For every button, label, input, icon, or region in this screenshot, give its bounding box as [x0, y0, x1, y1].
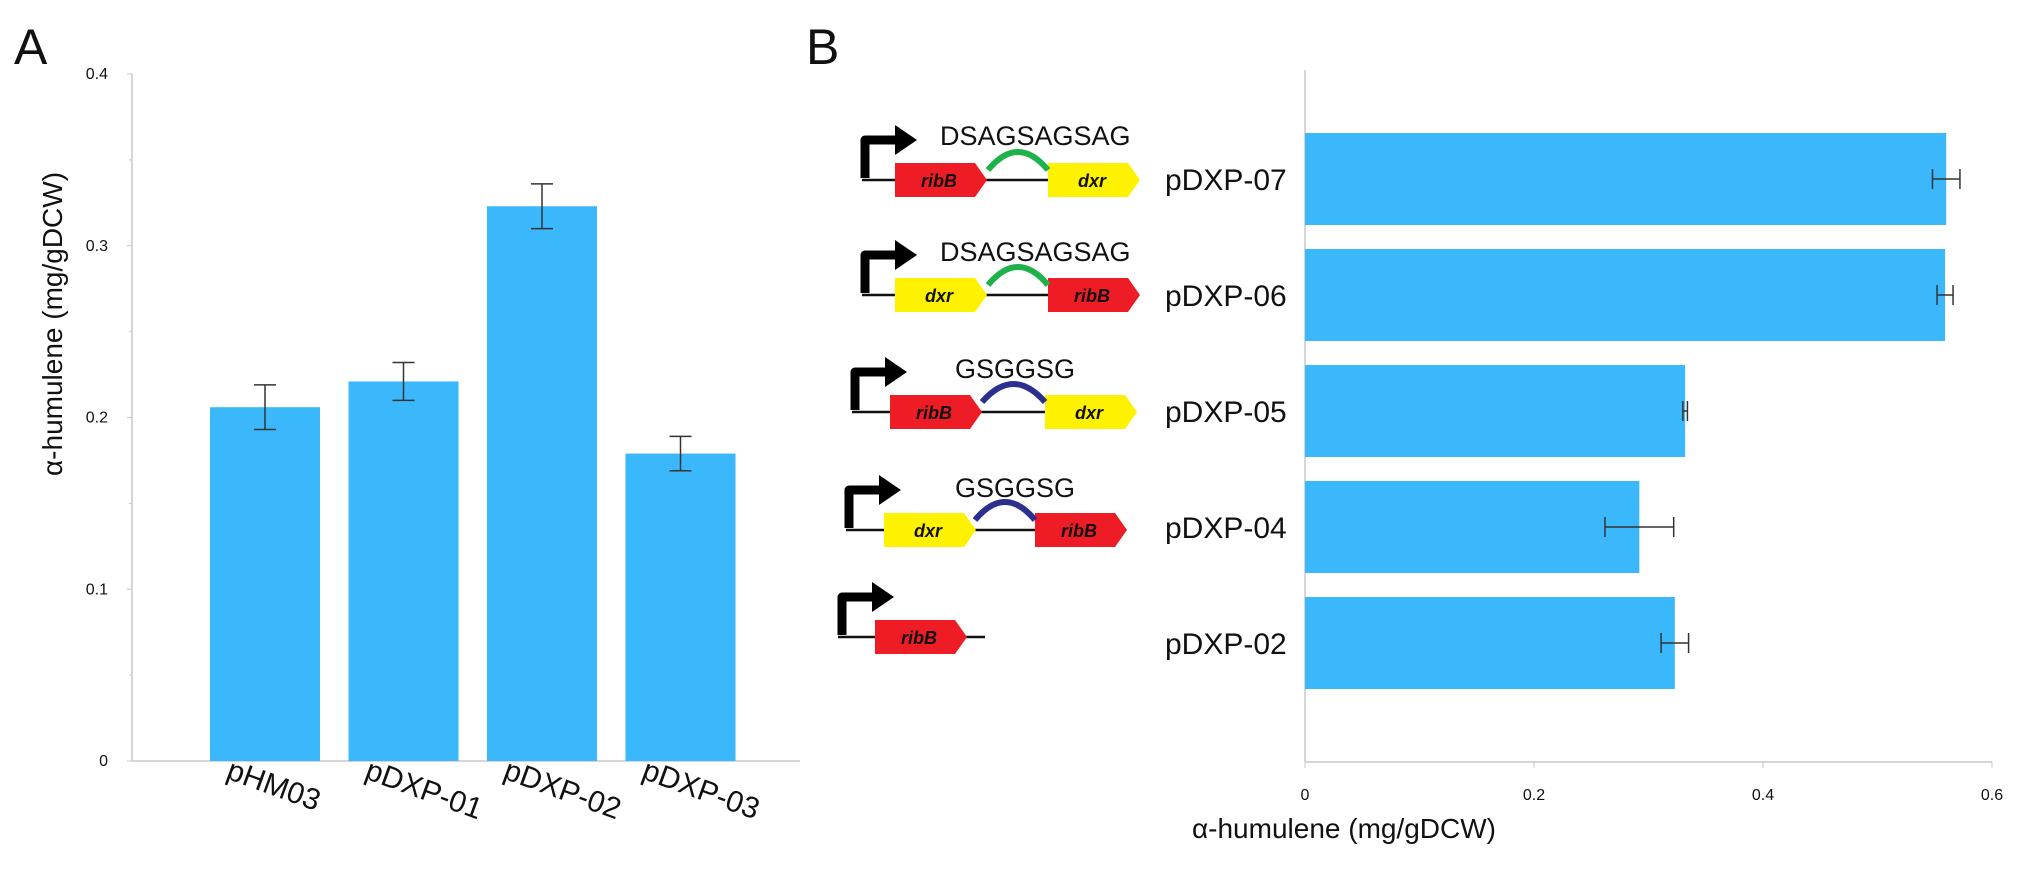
linker-sequence-label: DSAGSAGSAG — [940, 237, 1131, 267]
panel-a-label: A — [14, 19, 48, 75]
gene-label-ribB: ribB — [901, 628, 937, 648]
panel-a-y-ticks: 0 0.1 0.2 0.3 0.4 — [86, 66, 132, 770]
panel-a-category-label: pDXP-03 — [638, 754, 764, 827]
promoter-arrow-icon — [844, 485, 881, 528]
panel-a-bars — [210, 206, 736, 761]
linker-arc — [985, 149, 1051, 172]
gene-block-ribB — [890, 395, 982, 429]
panel-b-bar — [1305, 249, 1946, 341]
panel-b-x-tick-label: 0 — [1301, 787, 1310, 804]
panel-a-bar — [210, 407, 320, 761]
gene-label-dxr: dxr — [1078, 171, 1107, 191]
panel-a-y-tick-label: 0.2 — [86, 410, 108, 427]
panel-a-y-tick-label: 0.1 — [86, 581, 108, 598]
panel-b-x-ticks: 0 0.2 0.4 0.6 — [1301, 762, 2003, 804]
panel-a-y-tick-label: 0 — [99, 753, 108, 770]
promoter-arrowhead-icon — [895, 240, 917, 270]
promoter-arrowhead-icon — [885, 357, 907, 387]
panel-a-y-axis-title: α-humulene (mg/gDCW) — [37, 172, 68, 476]
promoter-arrow-icon — [860, 135, 897, 178]
promoter-arrowhead-icon — [879, 475, 901, 505]
gene-block-dxr — [884, 513, 976, 547]
panel-b-chart: B α-humulene (mg/gDCW) 0 0.2 0.4 0.6 pDXP-0… — [806, 19, 2003, 844]
panel-b-x-axis-title: α-humulene (mg/gDCW) — [1192, 813, 1496, 844]
gene-label-ribB: ribB — [1061, 521, 1097, 541]
panel-b-x-tick-label: 0.6 — [1981, 787, 2003, 804]
linker-sequence-label: DSAGSAGSAG — [940, 121, 1131, 151]
gene-label-dxr: dxr — [925, 286, 954, 306]
panel-b-x-tick-label: 0.2 — [1523, 787, 1545, 804]
gene-block-ribB — [875, 620, 967, 654]
panel-b-category-label: pDXP-02 — [1165, 628, 1287, 661]
panel-a-chart: A α-humulene (mg/gDCW) 0 0.1 0.2 0.3 0.4 pHM… — [14, 19, 800, 826]
panel-a-error-bars — [254, 183, 692, 472]
panel-b-bar — [1305, 481, 1640, 573]
panel-a-category-label: pHM03 — [223, 754, 325, 818]
gene-label-ribB: ribB — [1074, 286, 1110, 306]
linker-sequence-label: GSGGSG — [955, 473, 1075, 503]
panel-a-bar — [487, 206, 597, 761]
panel-b-bars — [1305, 133, 1947, 689]
gene-label-dxr: dxr — [1075, 403, 1104, 423]
gene-label-ribB: ribB — [921, 171, 957, 191]
gene-label-dxr: dxr — [914, 521, 943, 541]
panel-b-bar — [1305, 597, 1675, 689]
linker-arc — [979, 381, 1048, 405]
gene-label-ribB: ribB — [916, 403, 952, 423]
linker-arc — [985, 264, 1051, 287]
gene-block-ribB — [1048, 278, 1140, 312]
gene-block-ribB — [895, 163, 987, 197]
panel-b-x-tick-label: 0.4 — [1752, 787, 1774, 804]
linker-sequence-label: GSGGSG — [955, 354, 1075, 384]
promoter-arrow-icon — [860, 250, 897, 293]
promoter-arrowhead-icon — [872, 582, 894, 612]
panel-b-category-label: pDXP-04 — [1165, 512, 1287, 545]
panel-b-label: B — [806, 19, 839, 75]
gene-block-ribB — [1035, 513, 1127, 547]
promoter-arrow-icon — [850, 367, 887, 410]
promoter-arrow-icon — [837, 592, 874, 635]
panel-a-y-tick-label: 0.3 — [86, 238, 108, 255]
panel-b-category-label: pDXP-05 — [1165, 396, 1287, 429]
panel-a-category-label: pDXP-02 — [500, 754, 626, 827]
panel-b-y-categories: pDXP-07 pDXP-06 pDXP-05 pDXP-04 pDXP-02 — [1165, 164, 1287, 661]
panel-a-y-tick-label: 0.4 — [86, 66, 108, 83]
panel-a-bar — [348, 381, 459, 761]
panel-b-bar — [1305, 365, 1686, 457]
panel-b-category-label: pDXP-07 — [1165, 164, 1287, 197]
gene-block-dxr — [1048, 163, 1140, 197]
promoter-arrowhead-icon — [895, 125, 917, 155]
linker-arc — [972, 499, 1038, 522]
panel-b-bar — [1305, 133, 1947, 225]
panel-b-category-label: pDXP-06 — [1165, 280, 1287, 313]
panel-a-category-label: pDXP-01 — [361, 754, 487, 827]
panel-b-error-bars — [1604, 169, 1961, 653]
panel-a-bar — [625, 453, 736, 761]
gene-block-dxr — [1045, 395, 1137, 429]
gene-block-dxr — [895, 278, 987, 312]
